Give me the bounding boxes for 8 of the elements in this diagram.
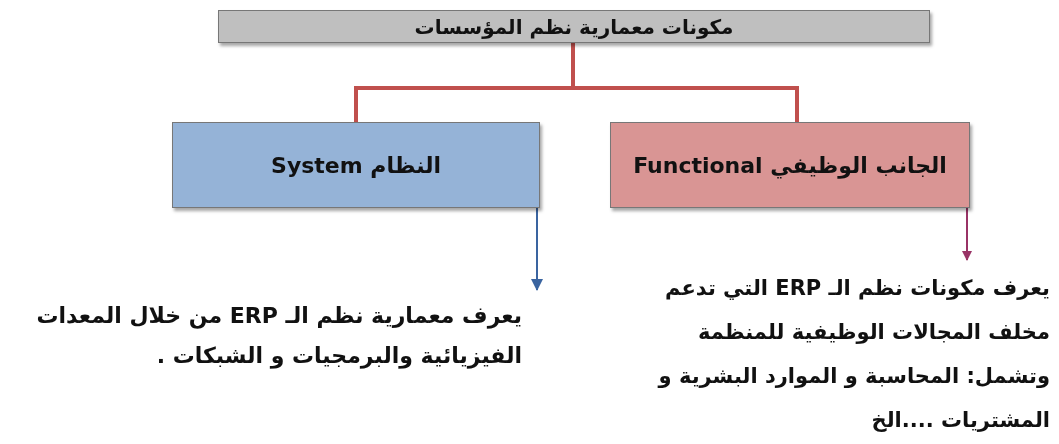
description-text: يعرف معمارية نظم الـ ERP من خلال المعدات الفيزيائية والبرمجيات و الشبكات . [36, 303, 522, 368]
arrow [962, 207, 972, 261]
arrow [531, 207, 543, 291]
description-text: يعرف مكونات نظم الـ ERP التي تدعم مخلف المجالات الوظيفية للمنظمة وتشمل: المحاسبة و الموارد البشرية و المشتريات ....الخ [658, 276, 1050, 432]
process-box: الجانب الوظيفي Functional [610, 122, 970, 208]
title-box: مكونات معمارية نظم المؤسسات [218, 10, 930, 43]
process-box: النظام System [172, 122, 540, 208]
connector-line [354, 43, 575, 122]
